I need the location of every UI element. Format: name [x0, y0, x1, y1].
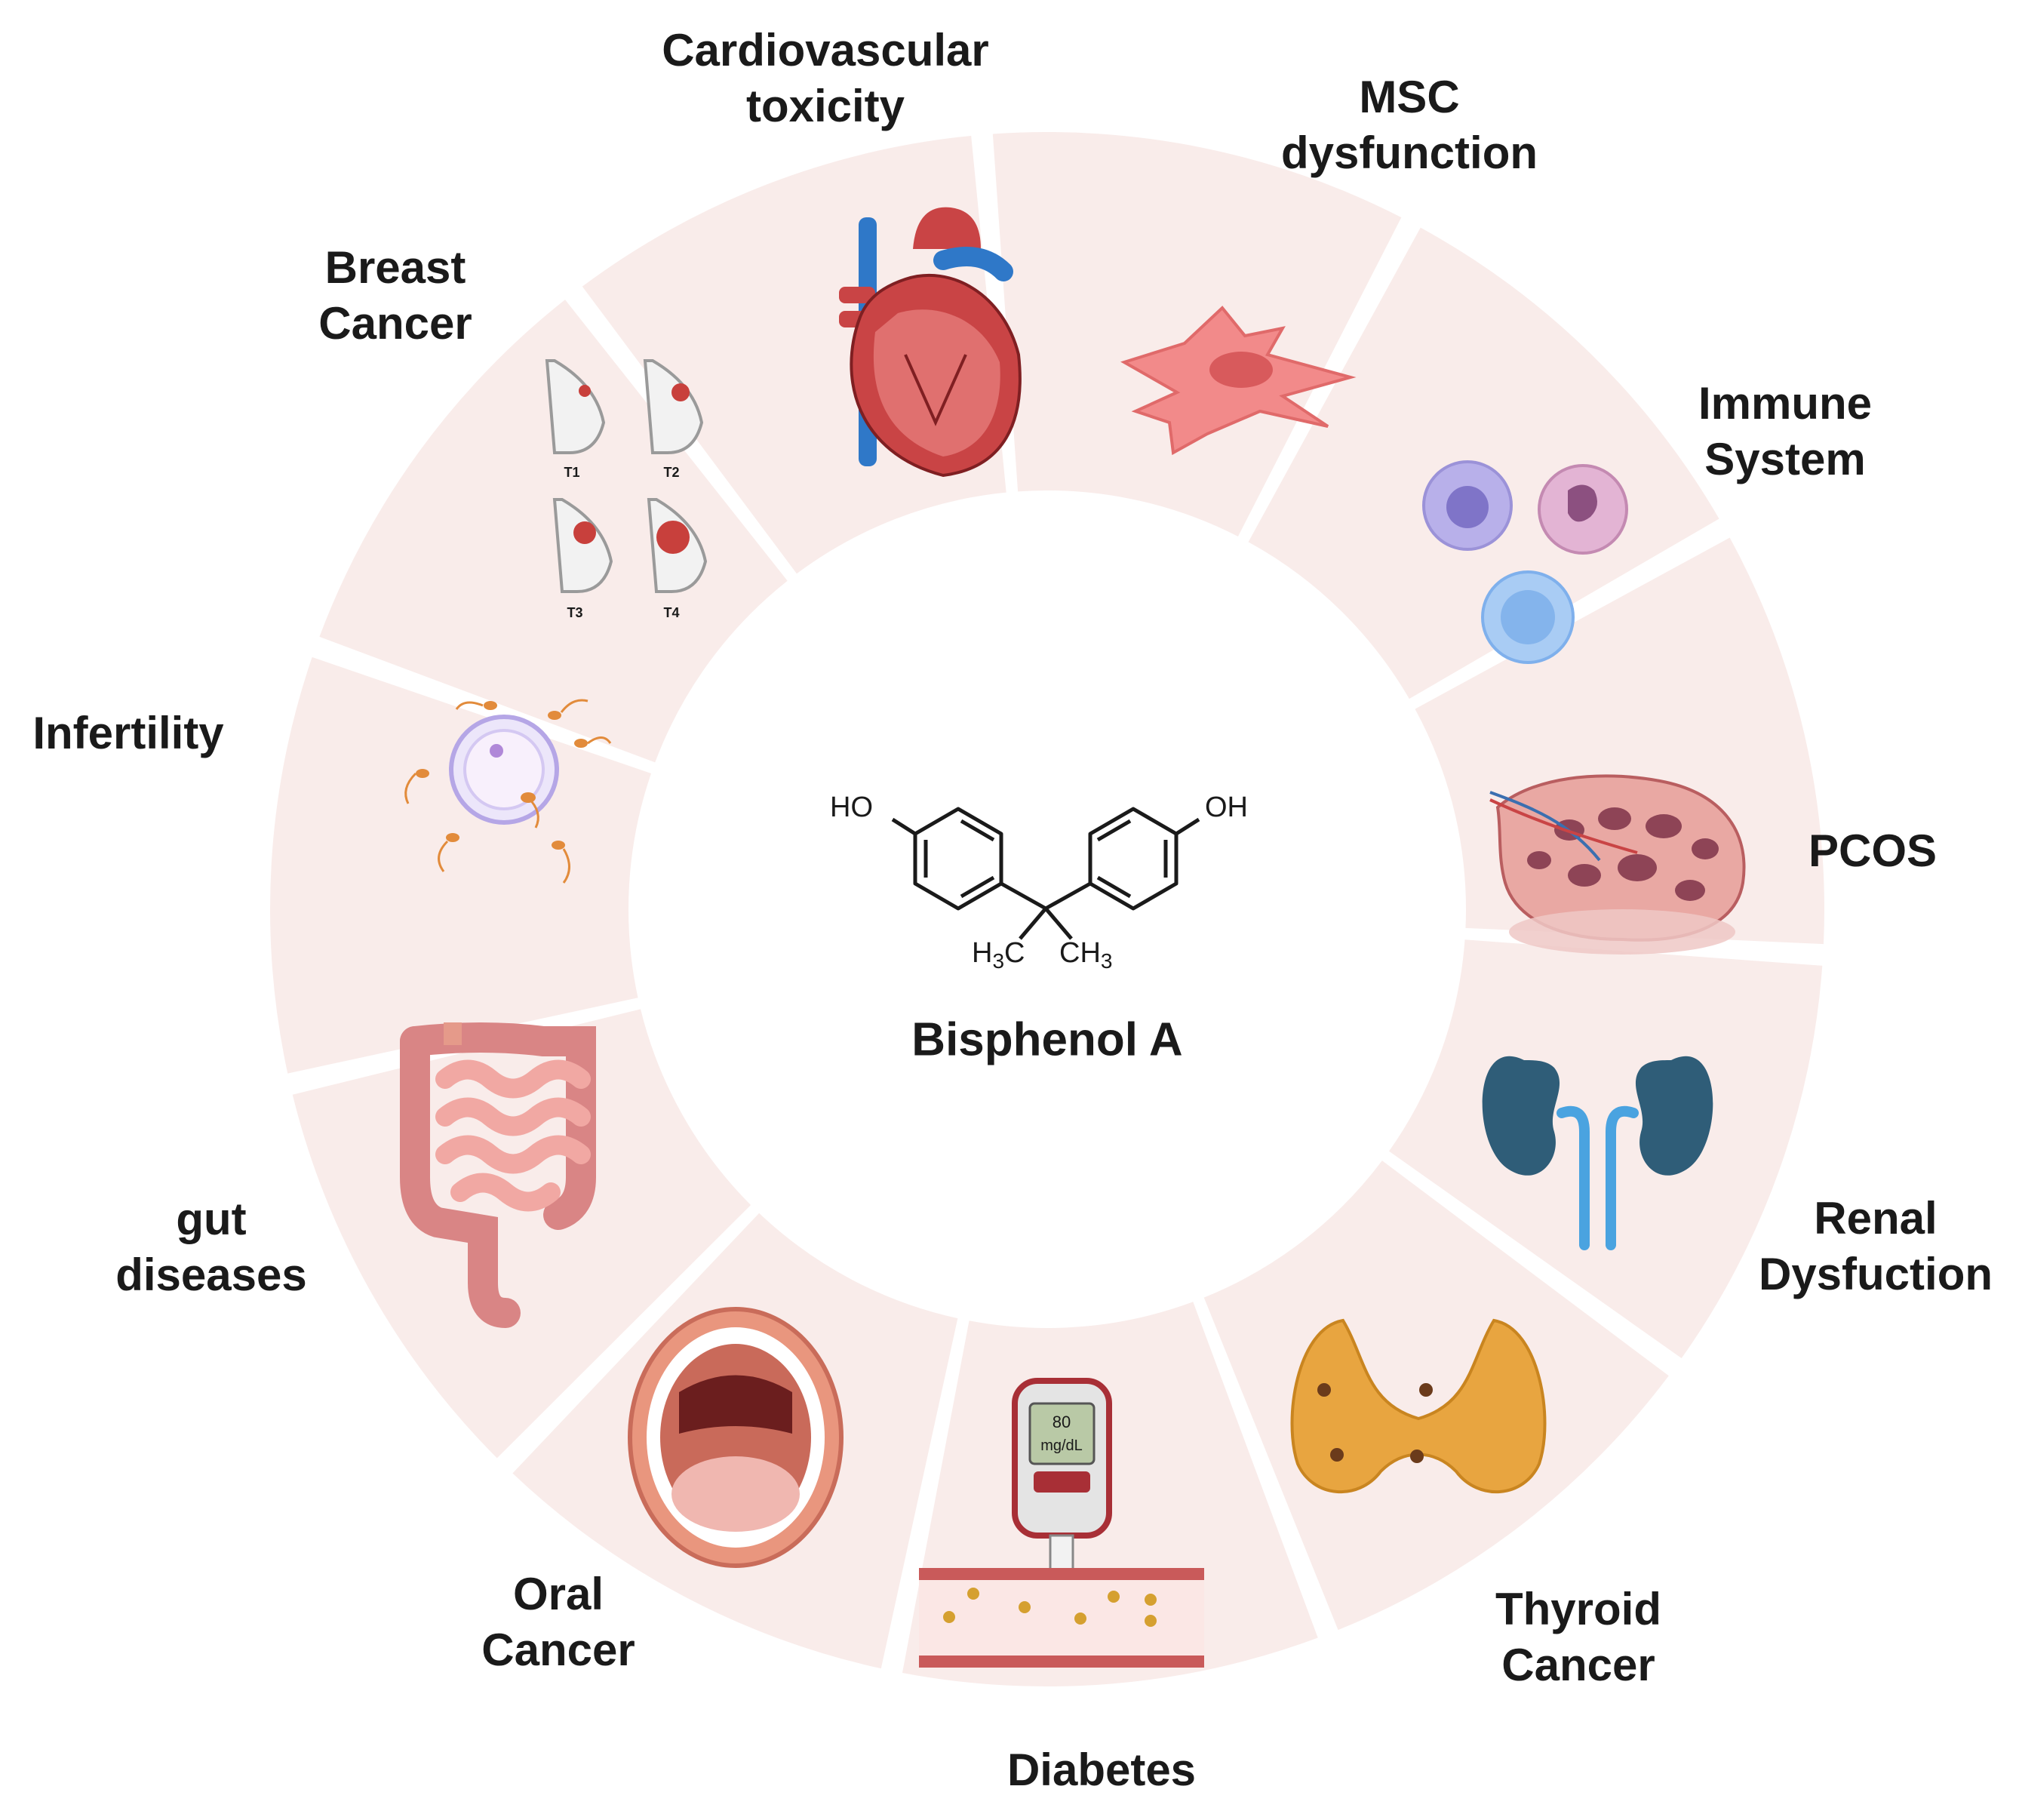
intestine-icon: [400, 1022, 596, 1328]
kidneys-icon: [1482, 1056, 1713, 1250]
heart-icon: [839, 207, 1022, 478]
breast-stage-t3: T3: [552, 498, 613, 620]
methyl-label-right: CH3: [1059, 937, 1112, 973]
hydroxyl-label-right: OH: [1205, 792, 1248, 823]
breast-stages-icon: T1 T2 T3 T4: [545, 359, 708, 620]
center-title: Bisphenol A: [911, 1013, 1183, 1066]
segment-msc: [319, 300, 788, 763]
immune-cells-icon: [1422, 460, 1628, 664]
label-diabetes: Diabetes: [1006, 1745, 1197, 1795]
methyl-label-left: H3C: [972, 937, 1025, 973]
ovary-icon: [1489, 774, 1746, 955]
stem-cell-icon: [1120, 306, 1357, 456]
glucometer-icon: 80 mg/dL: [919, 1378, 1204, 1668]
label-pcos: PCOS: [1808, 825, 1938, 876]
egg-sperm-icon: [404, 699, 612, 884]
thyroid-icon: [1290, 1318, 1547, 1494]
stage-label-t2: T2: [663, 465, 679, 480]
segment-oral: [1203, 1161, 1669, 1631]
hydroxyl-label-left: HO: [830, 792, 873, 823]
segment-immune: [582, 135, 1006, 574]
mouth-icon: [628, 1307, 844, 1568]
bisphenol-a-structure: [891, 807, 1200, 940]
glucose-unit: mg/dL: [1040, 1437, 1083, 1454]
stage-label-t3: T3: [567, 605, 582, 620]
stage-label-t4: T4: [663, 605, 679, 620]
breast-stage-t1: T1: [545, 359, 606, 480]
breast-stage-t2: T2: [643, 359, 704, 480]
stage-label-t1: T1: [564, 465, 579, 480]
segment-renal: [1248, 227, 1719, 699]
glucose-value: 80: [1053, 1413, 1071, 1431]
label-infertility: Infertility: [32, 708, 224, 758]
breast-stage-t4: T4: [647, 498, 708, 620]
